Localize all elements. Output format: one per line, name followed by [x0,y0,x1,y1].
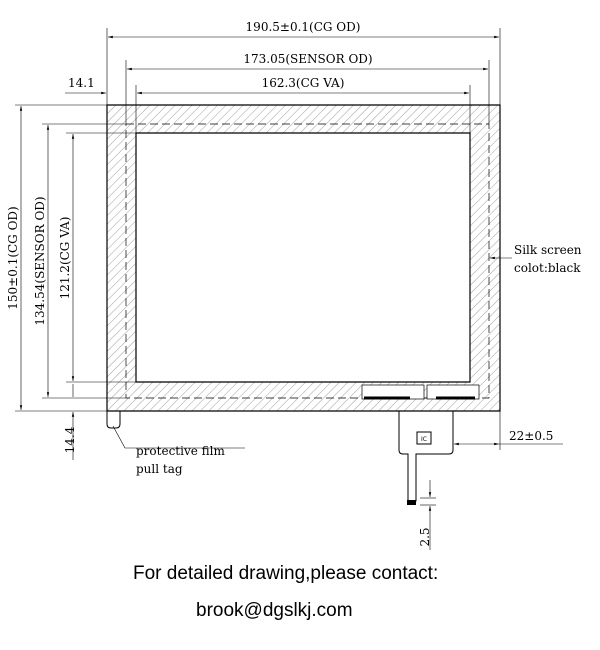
cg-od-height-label: 150±0.1(CG OD) [6,206,20,309]
svg-text:IC: IC [421,436,427,443]
sensor-outline [125,123,490,399]
cover-glass [106,104,501,412]
fpc-tail: IC [398,411,454,505]
sensor-od-height-label: 134.54(SENSOR OD) [33,196,47,325]
pull-tag-label: pull tag [136,462,183,476]
connector-contact [407,500,416,505]
pull-tag [106,411,121,429]
silk-screen-label: Silk screen [514,243,582,257]
sensor-od-width-label: 173.05(SENSOR OD) [243,52,372,66]
left-border-label: 14.1 [68,76,95,90]
fpc-offset-label: 22±0.5 [509,429,553,443]
contact-prompt: For detailed drawing,please contact: [133,563,439,584]
protective-film-label: protective film [136,444,225,458]
ic-chip [416,431,432,445]
silk-color-label: colot:black [514,261,581,275]
fpc-pitch-label: 2.5 [418,527,432,546]
bottom-border-label: 14.4 [63,426,77,453]
cg-va-height-label: 121.2(CG VA) [58,217,72,300]
bonding-area [361,384,480,400]
contact-email[interactable]: brook@dgslkj.com [196,600,353,621]
cg-va-width-label: 162.3(CG VA) [262,76,345,90]
pull-tag-leader [112,425,245,449]
cg-od-width-label: 190.5±0.1(CG OD) [246,20,361,34]
